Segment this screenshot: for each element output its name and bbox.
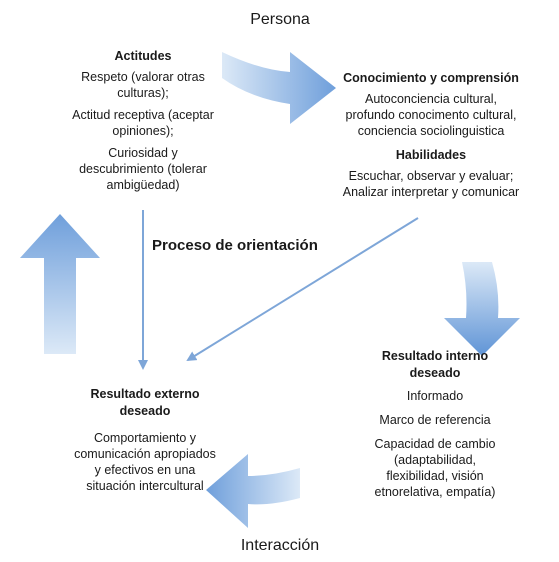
attitudes-line: ambigüedad): [106, 178, 180, 192]
external-outcome-line: y efectivos en una: [94, 463, 196, 477]
center-label: Proceso de orientación: [152, 237, 318, 254]
cycle-arrow-top-right: [222, 52, 336, 124]
internal-outcome-heading: Resultado interno: [381, 349, 489, 363]
attitudes-line: culturas);: [117, 86, 169, 100]
skills-line: Analizar interpretar y comunicar: [342, 185, 520, 199]
attitudes-line: Curiosidad y: [108, 146, 178, 160]
knowledge-line: profundo conocimento cultural,: [345, 108, 517, 122]
attitudes-heading: Actitudes: [114, 49, 172, 63]
attitudes-line: descubrimiento (tolerar: [79, 162, 207, 176]
attitudes-block: Actitudes Respeto (valorar otras cultura…: [38, 48, 248, 193]
internal-outcome-block: Resultado interno deseado Informado Marc…: [340, 348, 530, 500]
arrow-skills-to-outcome: [186, 217, 419, 362]
cycle-arrow-right-down: [444, 262, 520, 356]
knowledge-heading: Conocimiento y comprensión: [343, 71, 519, 85]
internal-outcome-line: Capacidad de cambio: [374, 437, 496, 451]
attitudes-line: Respeto (valorar otras: [81, 70, 205, 84]
external-outcome-heading: Resultado externo: [90, 387, 200, 401]
external-outcome-line: Comportamiento y: [93, 431, 197, 445]
bottom-label: Interacción: [240, 537, 320, 554]
knowledge-line: Autoconciencia cultural,: [364, 92, 498, 106]
skills-heading: Habilidades: [395, 148, 467, 162]
internal-outcome-line: flexibilidad, visión: [386, 469, 484, 483]
external-outcome-heading: deseado: [119, 404, 171, 418]
external-outcome-block: Resultado externo deseado Comportamiento…: [40, 386, 250, 494]
cycle-arrow-left-up: [20, 214, 100, 354]
internal-outcome-line: (adaptabilidad,: [393, 453, 476, 467]
internal-outcome-line: Marco de referencia: [379, 413, 491, 427]
top-label: Persona: [250, 11, 310, 28]
internal-outcome-line: etnorelativa, empatía): [374, 485, 496, 499]
knowledge-skills-block: Conocimiento y comprensión Autoconcienci…: [316, 70, 546, 200]
external-outcome-line: comunicación apropiados: [74, 447, 216, 461]
attitudes-line: Actitud receptiva (aceptar: [72, 108, 214, 122]
internal-outcome-heading: deseado: [409, 366, 461, 380]
skills-line: Escuchar, observar y evaluar;: [348, 169, 514, 183]
external-outcome-line: situación intercultural: [86, 479, 204, 493]
attitudes-line: opiniones);: [112, 124, 174, 138]
knowledge-line: conciencia sociolinguistica: [357, 124, 505, 138]
cycle-arrow-bottom-left: [206, 454, 300, 528]
internal-outcome-line: Informado: [406, 389, 464, 403]
